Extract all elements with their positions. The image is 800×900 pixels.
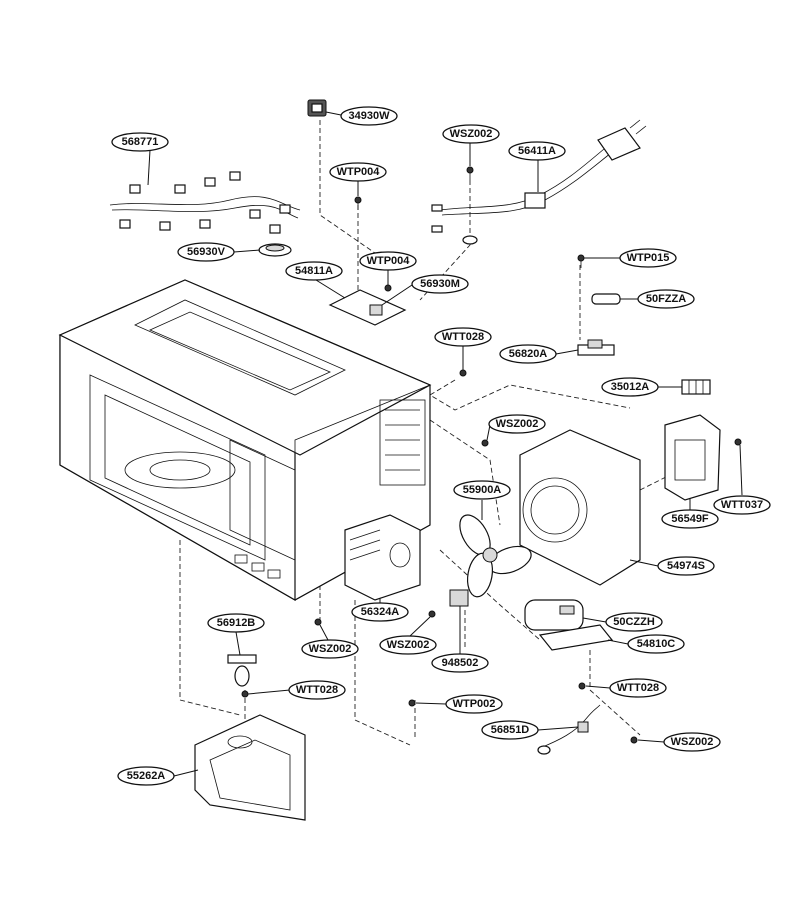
label-WSZ002-top: WSZ002 [442,124,500,144]
svg-text:50CZZH: 50CZZH [613,616,655,628]
label-WTT028-right: WTT028 [609,678,667,698]
svg-text:WSZ002: WSZ002 [671,736,714,748]
label-WTP004-b: WTP004 [359,251,417,271]
label-WTT028-top: WTT028 [434,327,492,347]
svg-text:55262A: 55262A [127,770,166,782]
hv-component-56549F [664,414,721,501]
label-50FZZA: 50FZZA [637,289,695,309]
door-switch-34930W [307,99,327,117]
lamp-56912B [227,654,257,687]
svg-text:WTP015: WTP015 [627,252,670,264]
svg-text:50FZZA: 50FZZA [646,293,686,305]
label-WTP015: WTP015 [619,248,677,268]
label-56912B: 56912B [207,613,265,633]
svg-text:56930M: 56930M [420,278,460,290]
label-56549F: 56549F [661,509,719,529]
fuse-50FZZA [591,293,621,305]
switch-bracket-54811A [328,289,407,326]
svg-text:WSZ002: WSZ002 [309,643,352,655]
noise-filter-35012A [681,379,711,395]
svg-text:WTP004: WTP004 [337,166,381,178]
svg-text:WTP004: WTP004 [367,255,411,267]
air-guide-55262A [194,714,306,821]
svg-text:WSZ002: WSZ002 [387,639,430,651]
label-WTT037: WTT037 [713,495,771,515]
fan-bracket-54974S [519,429,641,586]
wire-harness-568771 [109,171,301,234]
label-WTT028-left: WTT028 [288,680,346,700]
label-35012A: 35012A [601,377,659,397]
capacitor-50CZZH [524,599,614,651]
svg-text:56411A: 56411A [518,145,556,157]
label-54811A: 54811A [285,261,343,281]
label-WSZ002-bottom-right: WSZ002 [663,732,721,752]
svg-text:34930W: 34930W [349,110,391,122]
fuse-holder-56820A [577,339,615,356]
label-56411A: 56411A [508,141,566,161]
svg-text:WTT037: WTT037 [721,499,763,511]
label-948502: 948502 [431,653,489,673]
svg-text:56820A: 56820A [509,348,548,360]
label-56851D: 56851D [481,720,539,740]
part-labels: 34930W 568771 WSZ002 56411A WTP004 56930… [111,106,771,786]
svg-text:56912B: 56912B [217,617,256,629]
svg-text:WTP002: WTP002 [453,698,496,710]
label-54810C: 54810C [627,634,685,654]
svg-text:568771: 568771 [122,136,159,148]
magnetron-56324A [344,514,421,601]
label-56930V: 56930V [177,242,235,262]
label-WSZ002-left: WSZ002 [301,639,359,659]
svg-text:54811A: 54811A [295,265,333,277]
thermostat-56930V [258,243,292,257]
svg-text:56851D: 56851D [491,724,530,736]
svg-text:54974S: 54974S [667,560,705,572]
svg-text:35012A: 35012A [611,381,650,393]
svg-text:56930V: 56930V [187,246,226,258]
label-56324A: 56324A [351,602,409,622]
svg-text:WSZ002: WSZ002 [496,418,539,430]
svg-text:55900A: 55900A [463,484,502,496]
label-56930M: 56930M [411,274,469,294]
svg-text:WTT028: WTT028 [617,682,659,694]
leader-lines [147,111,743,777]
label-56820A: 56820A [499,344,557,364]
svg-text:WTT028: WTT028 [442,331,484,343]
svg-text:54810C: 54810C [637,638,676,650]
label-54974S: 54974S [657,556,715,576]
svg-text:WTT028: WTT028 [296,684,338,696]
label-50CZZH: 50CZZH [605,612,663,632]
svg-text:56549F: 56549F [671,513,709,525]
cabinet-cavity [58,279,432,602]
diode-948502 [449,589,469,607]
label-WSZ002-mid: WSZ002 [488,414,546,434]
svg-text:WSZ002: WSZ002 [450,128,493,140]
label-WSZ002-center: WSZ002 [379,635,437,655]
fan-blade-55900A [459,514,532,598]
label-WTP004-a: WTP004 [329,162,387,182]
label-55900A: 55900A [453,480,511,500]
label-55262A: 55262A [117,766,175,786]
power-cord-56411A [431,119,647,245]
svg-text:56324A: 56324A [361,606,400,618]
svg-text:948502: 948502 [442,657,479,669]
label-WTP002: WTP002 [445,694,503,714]
label-568771: 568771 [111,132,169,152]
label-34930W: 34930W [340,106,398,126]
